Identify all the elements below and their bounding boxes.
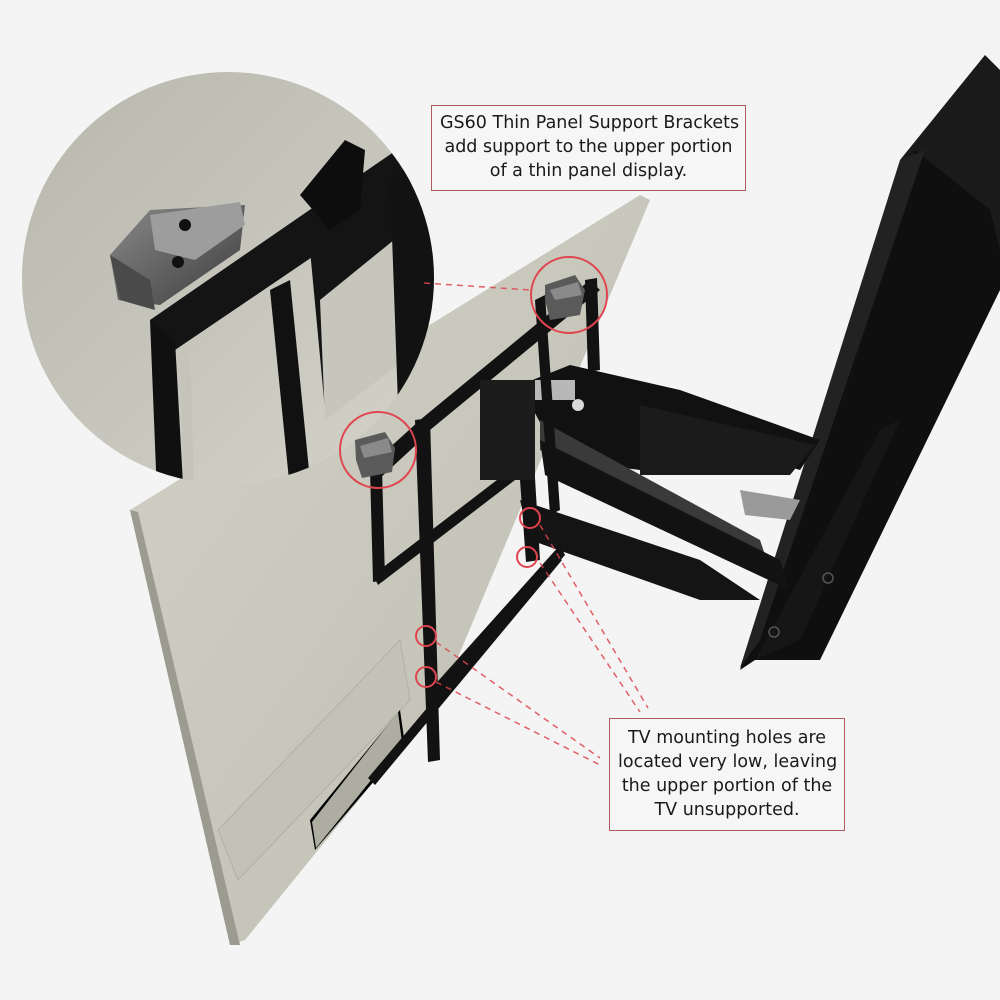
mounting-hole-highlights — [415, 507, 541, 688]
wall-box — [740, 55, 1000, 670]
support-bracket-left — [355, 432, 395, 478]
callout-line: the upper portion of the — [621, 776, 833, 796]
callout-line: located very low, leaving — [618, 752, 838, 772]
callout-line: add support to the upper portion — [444, 137, 733, 157]
bracket-detail-inset — [22, 72, 434, 484]
bracket-highlight-left — [339, 411, 417, 489]
support-bracket-top-right — [545, 275, 585, 320]
support-brackets-callout: GS60 Thin Panel Support Brackets add sup… — [431, 105, 746, 191]
callout-line: TV mounting holes are — [627, 728, 827, 748]
mounting-holes-callout: TV mounting holes are located very low, … — [609, 718, 845, 831]
bracket-highlight-top — [530, 256, 608, 334]
leader-lines — [423, 282, 649, 766]
articulating-arm — [520, 365, 820, 600]
callout-line: of a thin panel display. — [489, 161, 688, 181]
callout-line: TV unsupported. — [654, 800, 800, 820]
bracket-highlight-circles — [339, 256, 608, 489]
callout-line: GS60 Thin Panel Support Brackets — [440, 113, 740, 133]
